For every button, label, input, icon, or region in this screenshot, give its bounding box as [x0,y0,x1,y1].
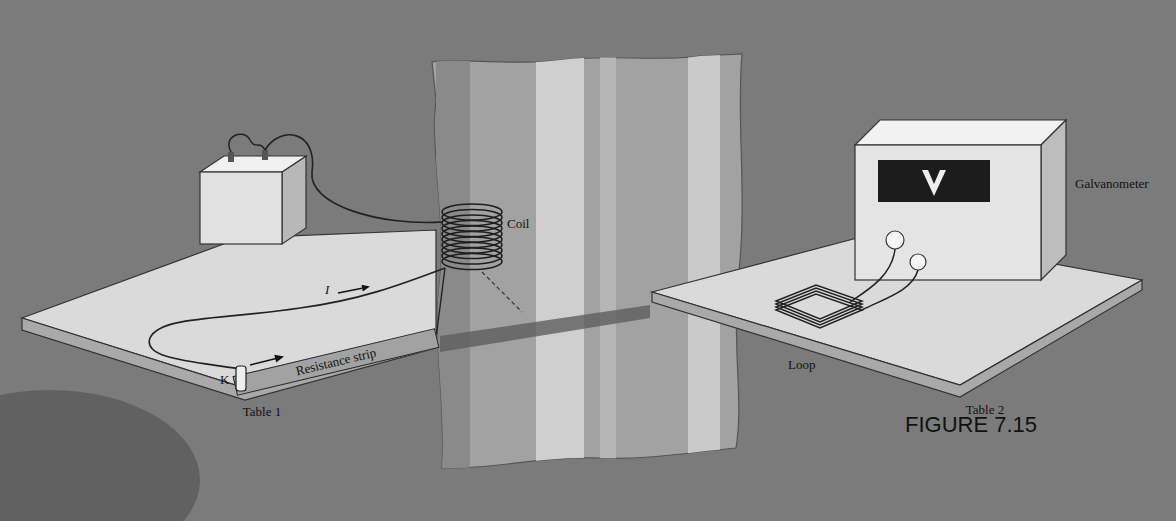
pickup-loop [776,291,862,325]
curtain-fold [536,40,584,480]
galvanometer: Galvanometer [850,118,1072,286]
battery-top [200,156,306,172]
wire [862,270,918,310]
pickup-loop [776,288,862,322]
strip-behind-curtain [440,305,650,352]
table-top [22,230,436,388]
coil-turn [442,221,502,237]
meter-side [1041,120,1066,280]
coil-turn [442,243,502,259]
wire [229,134,265,152]
sliding-contact [236,366,246,391]
coil-turn [442,237,502,253]
lab-table: Table 2Galvanometer [645,228,1150,423]
current-arrow-head [362,285,371,292]
meter-front [855,145,1041,280]
table-edge [22,318,436,400]
wire [850,249,895,302]
meter-top [855,120,1066,145]
shadow-patch [0,390,200,521]
coil-turn [442,204,502,220]
coil-turn [442,210,502,226]
curtain [432,54,742,468]
pickup-loop [776,285,862,319]
coil-turn [442,215,502,231]
slider-label: K [220,372,229,388]
galvanometer-label: Galvanometer [1075,176,1149,192]
terminal-knob [910,254,926,270]
battery-side [282,156,306,244]
slide-arrow [250,359,276,366]
meter-needle [922,170,946,196]
strip-label: Resistance strip [294,345,377,379]
pickup-loop [776,294,862,328]
coil-label: Coil [507,216,529,232]
loop-label: Loop [788,357,815,373]
resistance-strip: Resistance strip [233,328,440,396]
figure-caption: FIGURE 7.15 [905,412,1037,438]
lab-table: Table 1 Resistance strip [18,225,523,420]
meter-window [878,160,990,202]
wire [265,135,442,223]
slide-arrow-head [274,355,284,363]
coil-turn [442,232,502,248]
curtain-fold [436,40,470,480]
current-arrow [338,288,362,293]
current-label: I [325,282,329,298]
battery-terminal [228,152,234,162]
table-top [652,232,1142,385]
coil-turn [442,248,502,264]
terminal-knob [886,231,904,249]
coil-turn [442,254,502,270]
battery-terminal [262,150,268,160]
coil-turn [442,226,502,242]
curtain-fold [600,40,616,480]
curtain-fold [688,40,720,480]
lab-table-label: Table 1 [243,404,281,420]
battery-front [200,172,282,244]
wire [436,268,445,338]
hidden-edge [482,272,522,312]
table-edge [652,280,1142,397]
